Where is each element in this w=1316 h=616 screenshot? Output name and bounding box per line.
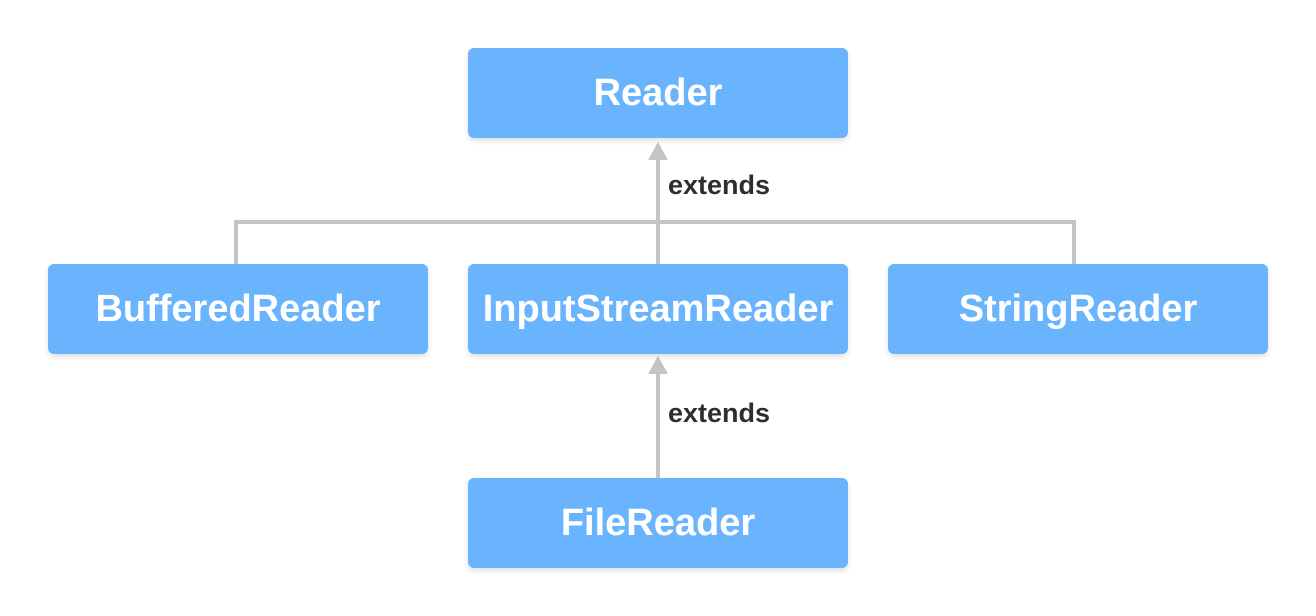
filereader-label: FileReader	[560, 501, 756, 544]
arrowhead-reader-icon	[648, 142, 668, 160]
reader-box: Reader	[468, 48, 848, 138]
inputstreamreader-box: InputStreamReader	[468, 264, 848, 354]
extends-label-bottom: extends	[668, 398, 771, 428]
bufferedreader-box: BufferedReader	[48, 264, 428, 354]
stringreader-label: StringReader	[958, 287, 1198, 330]
extends-label-top: extends	[668, 170, 771, 200]
inputstreamreader-label: InputStreamReader	[482, 287, 834, 330]
stringreader-box: StringReader	[888, 264, 1268, 354]
subclass-bracket	[234, 220, 1076, 264]
filereader-box: FileReader	[468, 478, 848, 568]
reader-label: Reader	[593, 71, 723, 114]
bufferedreader-label: BufferedReader	[95, 287, 381, 330]
arrowhead-inputstreamreader-icon	[648, 356, 668, 374]
